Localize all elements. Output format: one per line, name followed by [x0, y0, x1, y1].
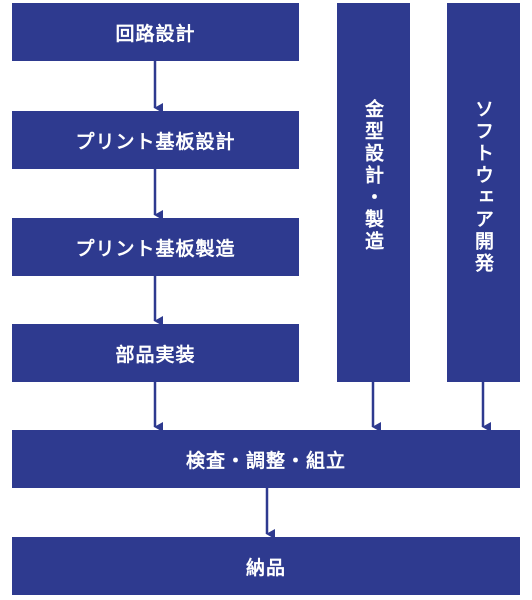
step-label: プリント基板製造 [75, 237, 236, 260]
step-pcb-design: プリント基板設計 [12, 111, 299, 169]
step-label: プリント基板設計 [75, 130, 236, 153]
step-mold-design: 金型設計・製造 [337, 3, 410, 382]
step-label: 金型設計・製造 [362, 99, 384, 253]
step-component-mounting: 部品実装 [12, 324, 299, 382]
step-delivery: 納品 [12, 537, 520, 595]
step-label: 回路設計 [115, 22, 196, 45]
step-label: 納品 [245, 556, 286, 579]
step-label: ソフトウェア開発 [472, 99, 494, 275]
step-pcb-manufacturing: プリント基板製造 [12, 218, 299, 276]
step-inspection: 検査・調整・組立 [12, 430, 520, 488]
step-software: ソフトウェア開発 [447, 3, 520, 382]
step-circuit-design: 回路設計 [12, 3, 299, 61]
step-label: 部品実装 [115, 343, 196, 366]
step-label: 検査・調整・組立 [185, 449, 346, 472]
